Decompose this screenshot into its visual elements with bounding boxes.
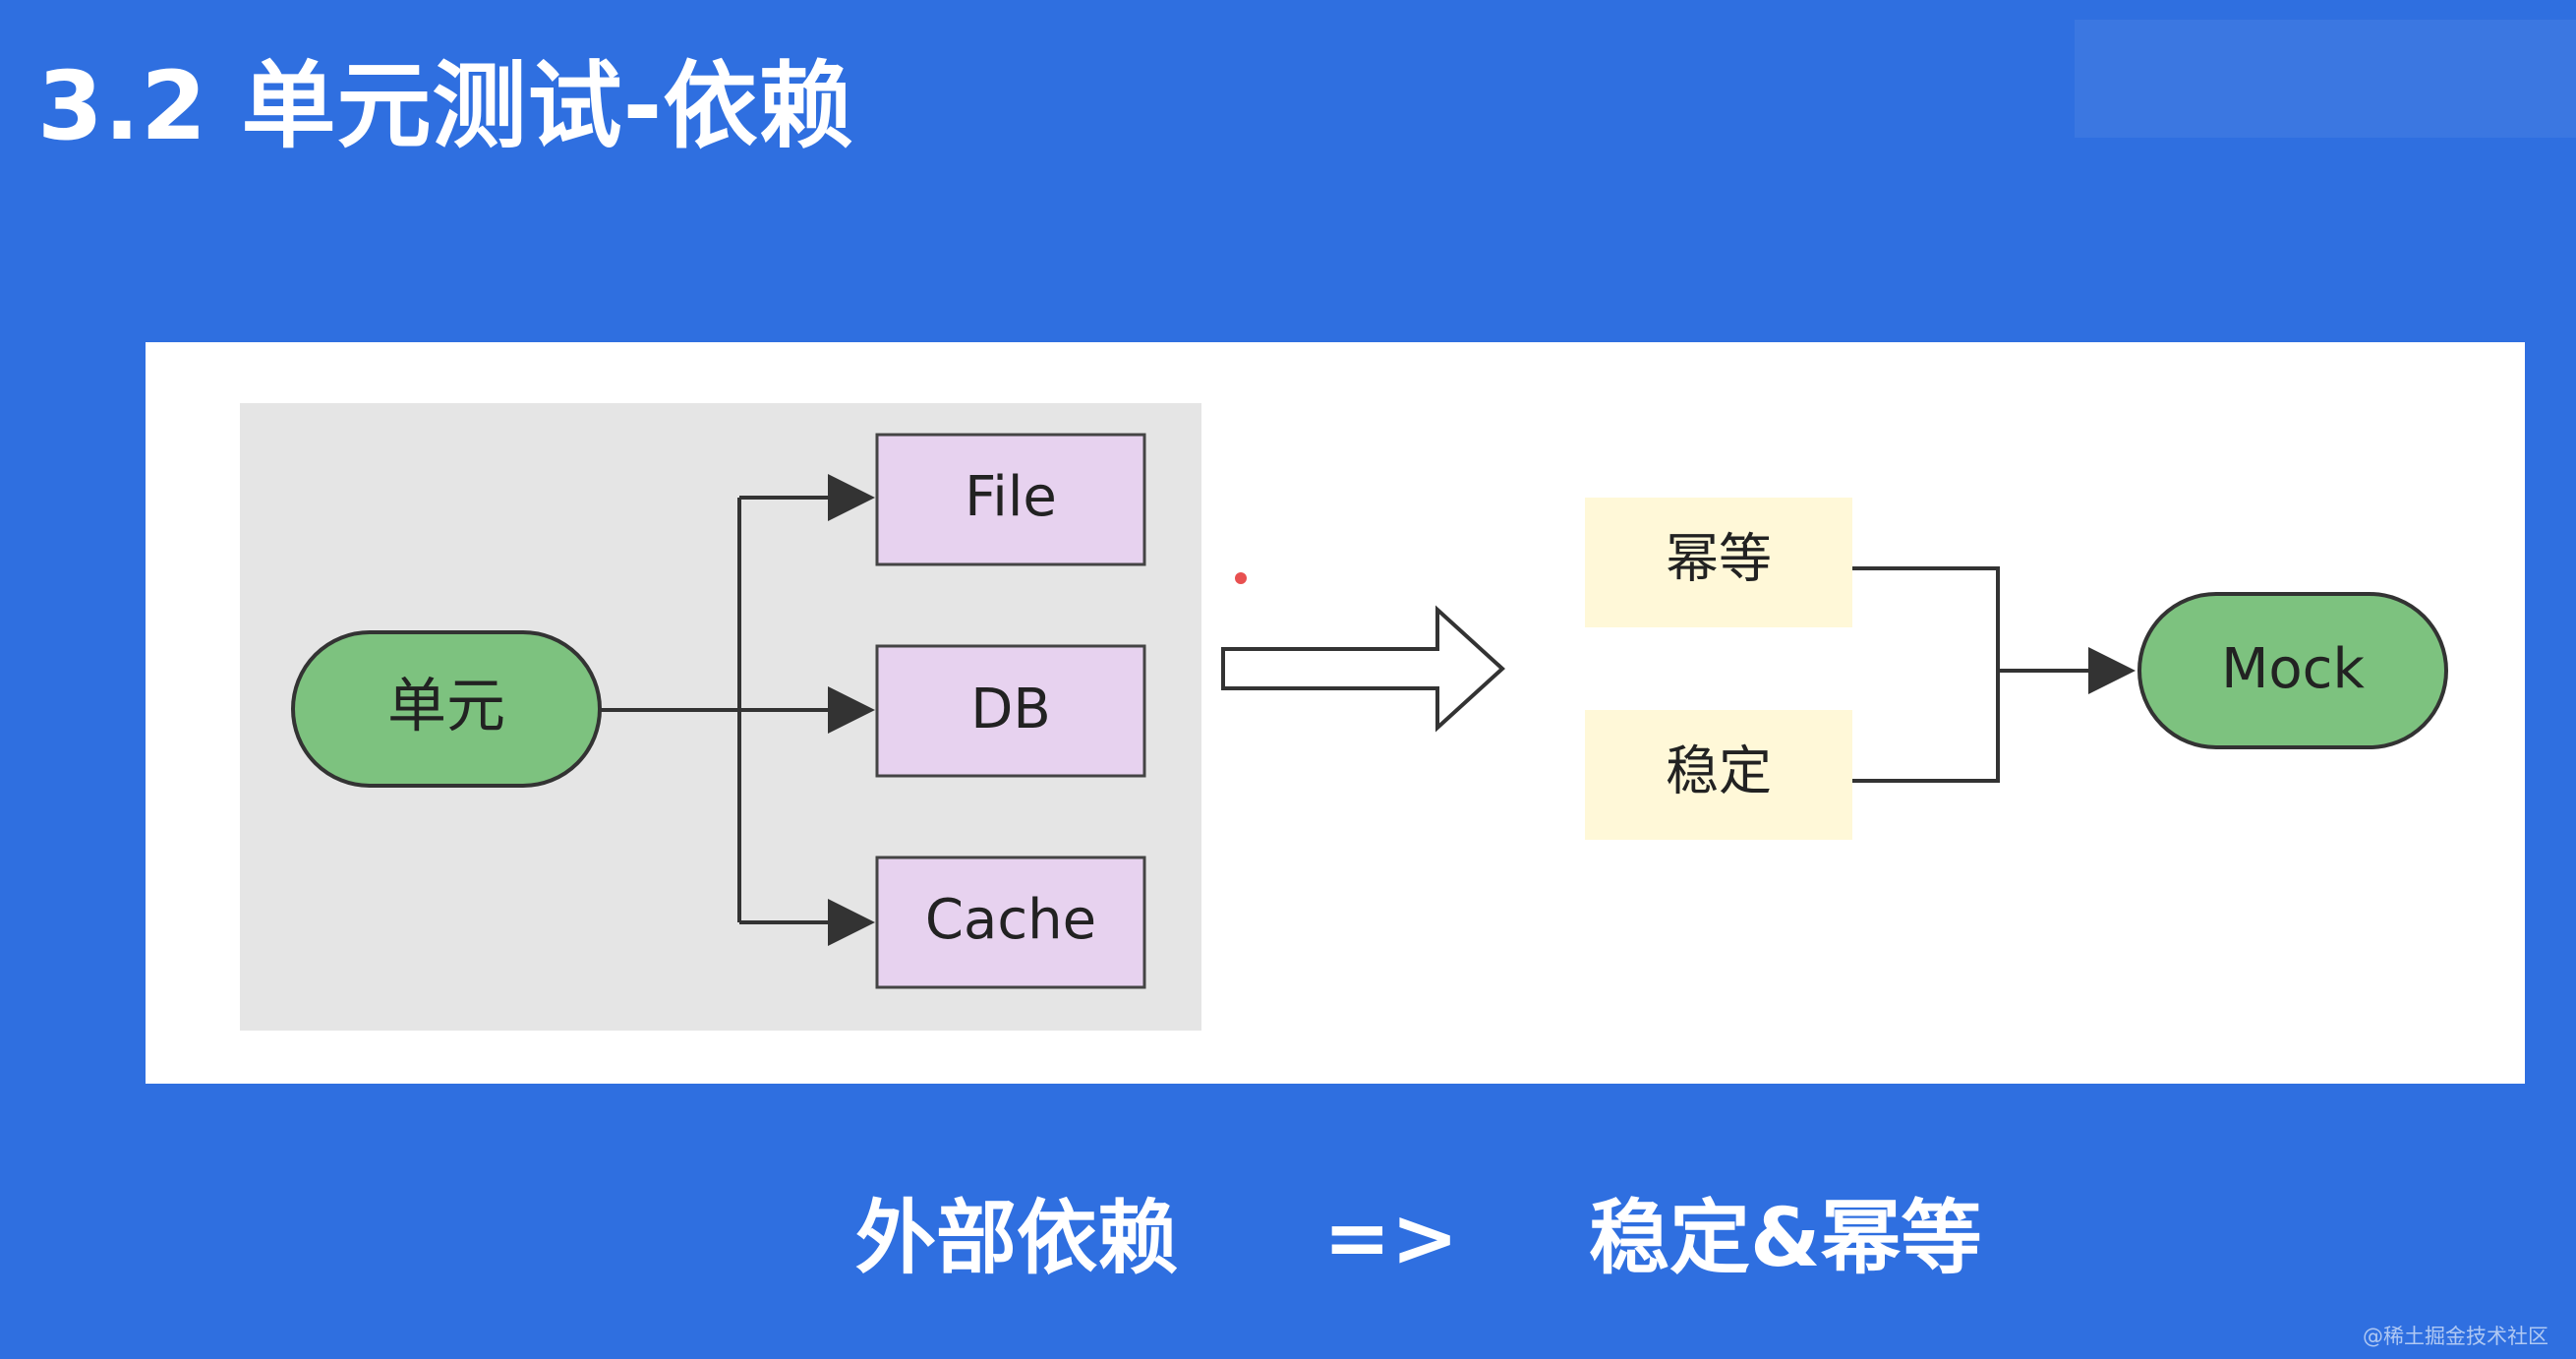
idempotent-box [1585, 498, 1852, 627]
mock-node-label: Mock [2221, 637, 2365, 701]
slide-title: 3.2 单元测试-依赖 [37, 51, 854, 161]
file-box [875, 433, 1146, 566]
connector-stable [1852, 671, 2000, 783]
title-band [2075, 20, 2576, 138]
stable-box [1585, 710, 1852, 840]
db-box-label: DB [970, 678, 1051, 741]
dependency-diagram: 单元 File DB Cache 幂等 稳定 Mock [240, 403, 2448, 1031]
idempotent-box-label: 幂等 [1666, 528, 1772, 590]
unit-node [291, 630, 602, 788]
caption-arrow: => [1323, 1192, 1459, 1285]
stable-box-label: 稳定 [1666, 740, 1772, 802]
transform-arrow [1221, 605, 1505, 733]
watermark: @稀土掘金技术社区 [2363, 1325, 2548, 1348]
cache-box-label: Cache [925, 888, 1096, 952]
laser-pointer-dot [1235, 572, 1247, 584]
connector-idempotent [1852, 566, 2000, 671]
file-box-label: File [965, 465, 1057, 529]
db-box [875, 644, 1146, 778]
mock-node [2137, 592, 2448, 749]
unit-node-label: 单元 [387, 673, 505, 741]
caption-stable-idempotent: 稳定&幂等 [1589, 1192, 1982, 1285]
cache-box [875, 856, 1146, 989]
caption-external-dependency: 外部依赖 [855, 1192, 1179, 1285]
diagram-panel: 单元 File DB Cache 幂等 稳定 Mock [146, 342, 2525, 1084]
